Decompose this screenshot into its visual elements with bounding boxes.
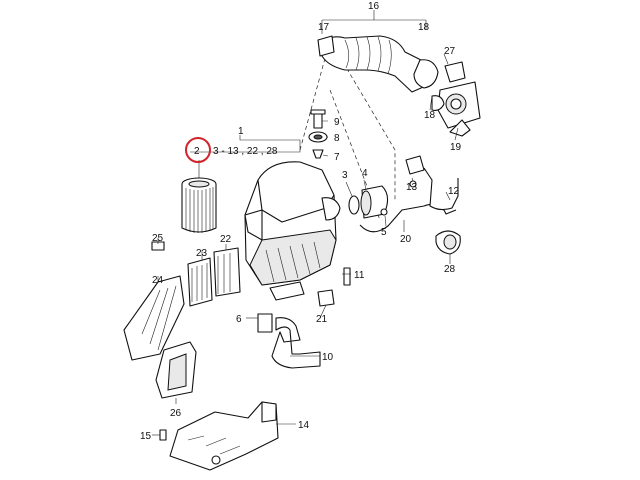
callout-8[interactable]: 8 [334, 133, 340, 144]
callout-21[interactable]: 21 [316, 314, 328, 325]
callout-23[interactable]: 23 [196, 248, 208, 259]
callout-22[interactable]: 22 [220, 234, 232, 245]
callout-2-references: 3 - 13 , 22 , 28 [213, 146, 278, 157]
callout-labels: 1 2 3 - 13 , 22 , 28 3 4 5 6 7 8 9 10 11… [140, 1, 462, 442]
callout-26[interactable]: 26 [170, 408, 182, 419]
callout-16[interactable]: 16 [368, 1, 380, 12]
callout-12[interactable]: 12 [448, 186, 460, 197]
leader-lines [152, 10, 459, 436]
callout-25[interactable]: 25 [152, 233, 164, 244]
callout-19[interactable]: 19 [450, 142, 462, 153]
air-filter-element[interactable] [181, 177, 217, 233]
callout-6[interactable]: 6 [236, 314, 242, 325]
callout-9[interactable]: 9 [334, 117, 340, 128]
callout-10[interactable]: 10 [322, 352, 334, 363]
callout-18-top[interactable]: 18 [418, 22, 430, 33]
callout-20[interactable]: 20 [400, 234, 412, 245]
callout-17[interactable]: 17 [318, 22, 330, 33]
callout-4[interactable]: 4 [362, 168, 368, 179]
callout-1[interactable]: 1 [238, 126, 244, 137]
callout-2[interactable]: 2 [194, 146, 200, 157]
callout-13[interactable]: 13 [406, 182, 418, 193]
callout-5[interactable]: 5 [381, 227, 387, 238]
callout-11[interactable]: 11 [354, 270, 365, 281]
intake-hose-assembly[interactable] [317, 35, 481, 137]
air-filter-housing[interactable] [244, 161, 341, 301]
callout-28[interactable]: 28 [444, 264, 456, 275]
callout-15[interactable]: 15 [140, 431, 152, 442]
callout-24[interactable]: 24 [152, 275, 164, 286]
callout-18-bottom[interactable]: 18 [424, 110, 436, 121]
highlight-circle [185, 137, 211, 163]
callout-7[interactable]: 7 [334, 152, 340, 163]
callout-3[interactable]: 3 [342, 170, 348, 181]
callout-14[interactable]: 14 [298, 420, 310, 431]
lower-bracket[interactable] [159, 401, 279, 471]
lower-hoses[interactable] [257, 289, 335, 369]
assembly-dashed-lines [299, 39, 396, 221]
left-side-parts[interactable] [123, 241, 241, 399]
callout-27[interactable]: 27 [444, 46, 456, 57]
